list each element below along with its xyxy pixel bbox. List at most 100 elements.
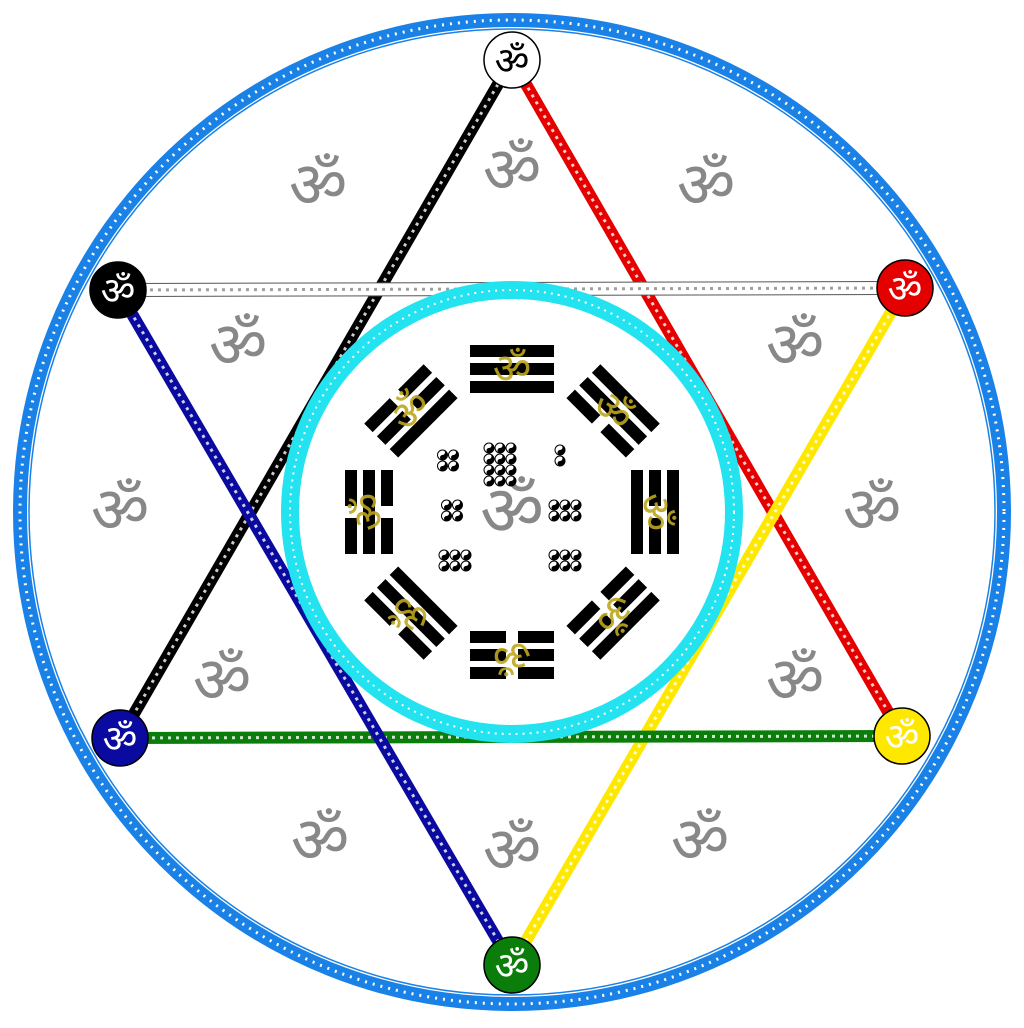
yin-yang-icon — [448, 460, 459, 472]
trigram-line-broken — [470, 667, 506, 679]
trigram-bottom: ॐ — [470, 631, 554, 680]
yin-yang-icon — [483, 453, 495, 465]
petal-glyph: ॐ — [843, 474, 901, 548]
trigram-gold-glyph: ॐ — [631, 493, 680, 531]
trigram-line-solid — [376, 579, 445, 648]
yin-yang-icon — [483, 464, 495, 476]
trigram-line-broken — [600, 566, 635, 601]
trigram-gold-glyph: ॐ — [493, 344, 531, 393]
trigram-line-broken — [518, 649, 554, 661]
trigram-line-broken — [364, 591, 399, 626]
trigram-left: ॐ — [344, 470, 393, 554]
trigram-line-broken — [364, 398, 399, 433]
trigram-line-solid — [591, 364, 660, 433]
vertex-circle-lower-left — [91, 709, 149, 767]
trigram-line-broken — [376, 410, 411, 445]
vertex-circle-upper-right — [876, 259, 934, 317]
yin-yang-icon — [505, 453, 517, 465]
yin-yang-icon — [570, 549, 582, 561]
trigram-line-solid — [470, 381, 554, 393]
petal-glyph: ॐ — [289, 149, 347, 223]
trigram-line-broken — [600, 423, 635, 458]
trigram-line-solid — [579, 376, 648, 445]
yin-yang-icon — [554, 444, 566, 456]
trigram-line-broken — [381, 518, 393, 554]
trigram-line-solid — [591, 591, 660, 660]
vertex-circle-upper-left — [89, 261, 147, 319]
trigram-gold-glyph: ॐ — [493, 631, 531, 680]
star-line-black-mantra — [118, 59, 514, 739]
yin-yang-icon — [570, 560, 582, 572]
petal-glyph: ॐ — [677, 149, 735, 223]
petal-glyph: ॐ — [483, 134, 541, 208]
yin-yang-icon — [548, 560, 560, 572]
yin-yang-icon — [452, 499, 463, 511]
vertex-glyph-lower-right: ॐ — [885, 715, 920, 759]
yin-yang-icon — [559, 560, 571, 572]
trigram-line-broken — [398, 364, 433, 399]
outer-ring-mantra — [18, 18, 1006, 1006]
yin-yang-icon — [505, 442, 517, 454]
petal-glyph: ॐ — [766, 644, 824, 718]
yin-yang-icon — [559, 549, 571, 561]
yin-yang-icon — [437, 460, 448, 472]
yin-yang-icon — [494, 464, 506, 476]
trigram-line-broken — [398, 625, 433, 660]
yin-yang-icon — [441, 499, 452, 511]
petal-glyph: ॐ — [766, 309, 824, 383]
yin-yang-icon — [441, 510, 452, 522]
yin-yang-icon — [559, 499, 571, 511]
trigram-line-solid — [470, 345, 554, 357]
vertex-glyph-upper-right: ॐ — [888, 267, 923, 311]
trigram-line-solid — [389, 389, 458, 458]
trigram-line-broken — [579, 613, 614, 648]
yin-yang-icon — [570, 510, 582, 522]
yin-yang-icon — [483, 442, 495, 454]
yin-yang-icon — [460, 560, 472, 572]
trigram-line-solid — [667, 470, 679, 554]
yin-yang-icon — [448, 449, 459, 461]
yin-yang-icon — [505, 464, 517, 476]
yin-yang-icon — [494, 453, 506, 465]
petal-glyph: ॐ — [671, 804, 729, 878]
trigram-gold-glyph: ॐ — [344, 493, 393, 531]
trigram-line-solid — [631, 470, 643, 554]
trigram-line-broken — [345, 518, 357, 554]
trigram-line-broken — [613, 579, 648, 614]
yin-yang-icon — [449, 549, 461, 561]
trigram-line-broken — [470, 631, 506, 643]
yin-yang-icon — [548, 549, 560, 561]
trigram-right: ॐ — [631, 470, 680, 554]
yin-yang-icon — [559, 510, 571, 522]
petal-glyph: ॐ — [91, 474, 149, 548]
trigram-line-solid — [363, 470, 375, 554]
trigram-line-solid — [470, 363, 554, 375]
trigram-line-solid — [389, 566, 458, 635]
star-line-red-mantra — [510, 59, 904, 737]
vertex-glyph-upper-left: ॐ — [101, 269, 136, 313]
trigram-line-broken — [649, 470, 661, 506]
yin-yang-icon — [494, 442, 506, 454]
yin-yang-icon — [438, 560, 450, 572]
star-line-navy-mantra — [116, 289, 514, 966]
trigram-line-broken — [649, 518, 661, 554]
vertex-circle-bottom — [483, 936, 541, 994]
petal-glyph: ॐ — [291, 804, 349, 878]
yin-yang-icon — [438, 549, 450, 561]
star-line-green-mantra — [119, 734, 903, 740]
yin-yang-icon — [554, 455, 566, 467]
yin-yang-icon — [437, 449, 448, 461]
yin-yang-icon — [449, 560, 461, 572]
trigram-line-broken — [381, 470, 393, 506]
petal-glyph: ॐ — [209, 309, 267, 383]
trigram-line-broken — [518, 667, 554, 679]
vertex-circle-lower-right — [873, 707, 931, 765]
yin-yang-icon — [452, 510, 463, 522]
vertex-glyph-top: ॐ — [495, 39, 530, 83]
trigram-lower-right: ॐ — [566, 566, 660, 660]
outer-ring-inner-edge — [28, 28, 996, 996]
vertex-glyph-bottom: ॐ — [495, 944, 530, 988]
